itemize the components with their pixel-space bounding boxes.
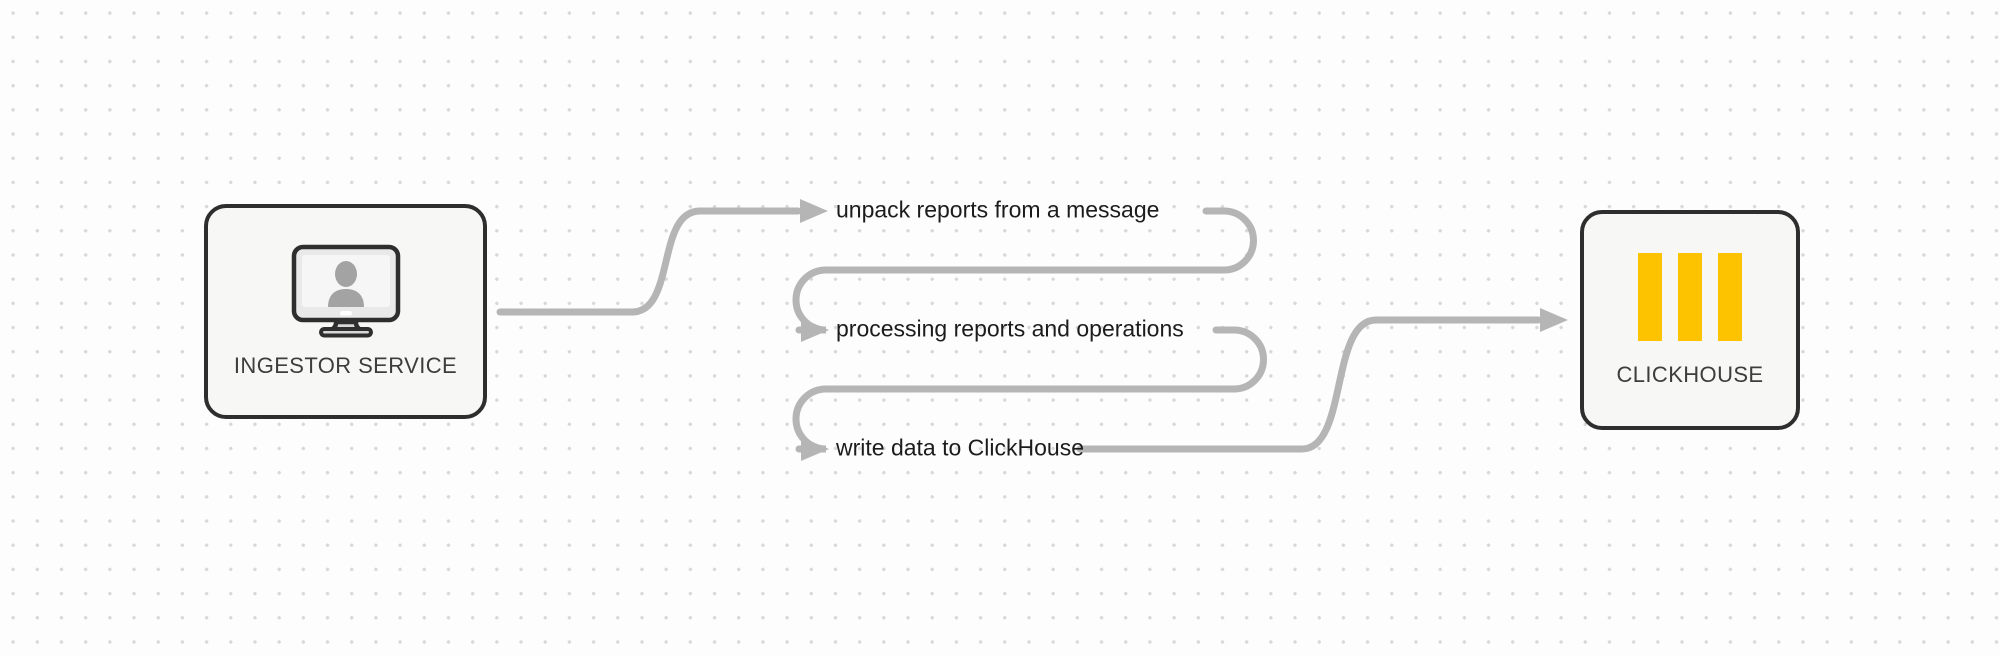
connector-step2-to-step3 <box>792 326 1267 453</box>
node-ingestor-service[interactable]: INGESTOR SERVICE <box>204 204 487 419</box>
step-label-unpack[interactable]: unpack reports from a message <box>836 196 1160 223</box>
connector-step1-to-step2 <box>792 207 1257 334</box>
node-clickhouse[interactable]: CLICKHOUSE <box>1580 210 1800 430</box>
node-clickhouse-label: CLICKHOUSE <box>1616 361 1764 387</box>
step-label-write[interactable]: write data to ClickHouse <box>836 434 1084 461</box>
arrowhead-clickhouse-icon <box>1540 308 1568 332</box>
clickhouse-bar <box>1638 252 1662 341</box>
clickhouse-bar <box>1718 252 1742 341</box>
clickhouse-logo-icon <box>1638 252 1742 341</box>
step-label-processing[interactable]: processing reports and operations <box>836 315 1184 342</box>
arrowhead-step3-icon <box>801 437 829 461</box>
arrowhead-step2-icon <box>801 318 829 342</box>
connector-step3-to-clickhouse <box>1076 316 1542 453</box>
connector-ingestor-to-step1 <box>496 207 802 316</box>
clickhouse-bar <box>1678 252 1702 341</box>
node-ingestor-label: INGESTOR SERVICE <box>233 353 458 379</box>
user-monitor-icon <box>291 245 400 338</box>
arrowhead-step1-icon <box>800 199 828 223</box>
